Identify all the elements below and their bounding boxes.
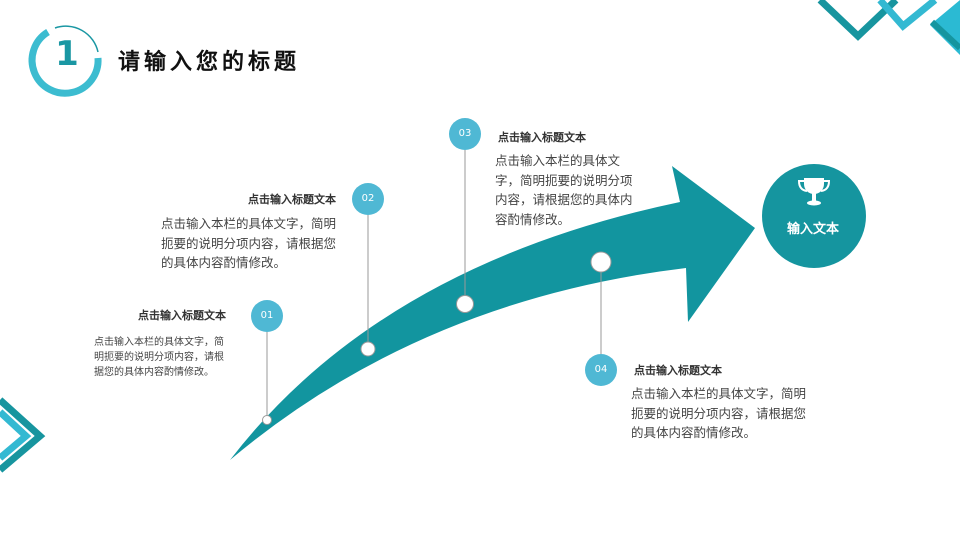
step-badge-03: 03 bbox=[458, 128, 472, 139]
step-1-body: 点击输入本栏的具体文字，简明扼要的说明分项内容，请根据您的具体内容酌情修改。 bbox=[94, 337, 224, 378]
timeline-dots bbox=[262, 251, 612, 425]
trophy-icon bbox=[797, 178, 831, 206]
step-badge-01: 01 bbox=[260, 310, 274, 321]
step-2-heading: 点击输入标题文本 bbox=[248, 193, 336, 206]
corner-decoration-top-right bbox=[817, 0, 960, 55]
step-badge-04: 04 bbox=[594, 364, 608, 375]
page-title: 请输入您的标题 bbox=[118, 50, 301, 75]
title-ring-icon bbox=[28, 25, 102, 97]
step-2-body: 点击输入本栏的具体文字，简明扼要的说明分项内容，请根据您的具体内容酌情修改。 bbox=[161, 216, 337, 270]
step-3-heading: 点击输入标题文本 bbox=[498, 131, 586, 144]
step-3-body: 点击输入本栏的具体文字，简明扼要的说明分项内容，请根据您的具体内容酌情修改。 bbox=[495, 153, 633, 227]
step-1-heading: 点击输入标题文本 bbox=[138, 309, 226, 322]
section-number: 1 bbox=[55, 34, 79, 74]
goal-circle bbox=[762, 164, 866, 268]
step-badge-02: 02 bbox=[361, 193, 375, 204]
goal-label: 输入文本 bbox=[786, 222, 839, 237]
step-badges bbox=[251, 118, 617, 386]
corner-decoration-bottom-left bbox=[0, 397, 46, 473]
step-4-heading: 点击输入标题文本 bbox=[634, 364, 722, 377]
growth-arrow bbox=[230, 166, 755, 460]
step-4-body: 点击输入本栏的具体文字，简明扼要的说明分项内容，请根据您的具体内容酌情修改。 bbox=[631, 386, 807, 440]
